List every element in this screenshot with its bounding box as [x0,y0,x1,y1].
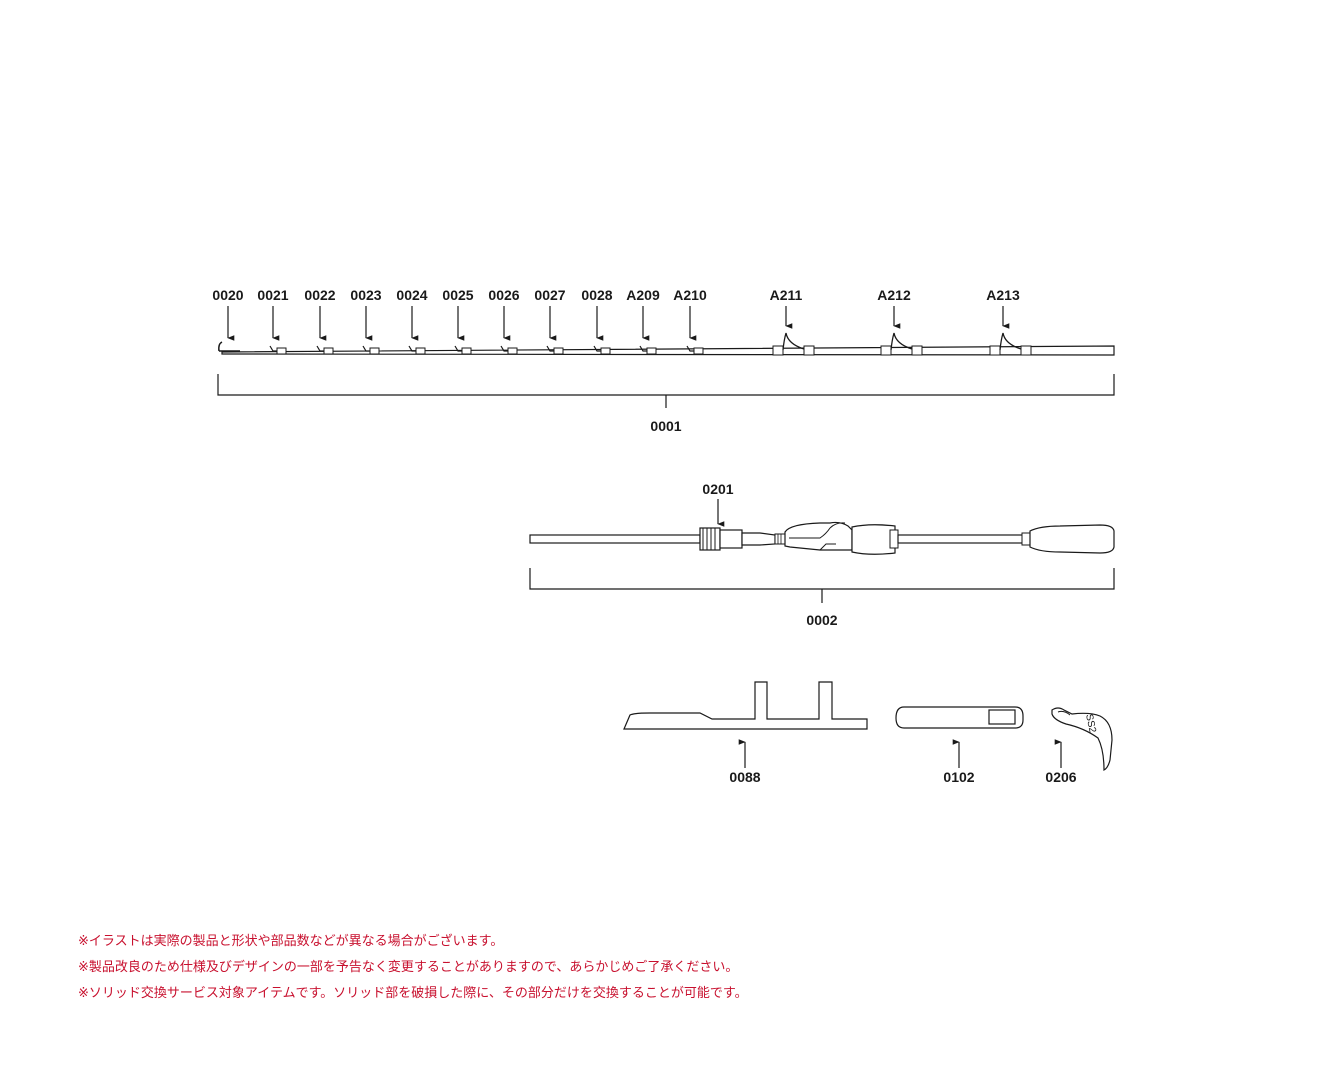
label-a213: A213 [986,287,1020,303]
large-guide [880,332,923,356]
rod-stand-part: 0088 [623,681,868,785]
label-a210: A210 [673,287,707,303]
butt-blank [529,534,701,544]
small-guide [269,345,287,355]
small-guide [639,345,657,355]
label-0026: 0026 [488,287,519,303]
label-0020: 0020 [212,287,243,303]
label-0023: 0023 [350,287,381,303]
label-0025: 0025 [442,287,473,303]
disclaimer-notes: ※イラストは実際の製品と形状や部品数などが異なる場合がございます。 ※製品改良の… [78,929,748,1007]
small-guide [316,345,334,355]
label-0027: 0027 [534,287,565,303]
note-illustration: ※イラストは実際の製品と形状や部品数などが異なる場合がございます。 [78,934,504,949]
large-guides [772,332,1032,356]
hook-keeper-part: SS2 0206 [1045,707,1113,785]
label-0088: 0088 [729,769,760,785]
label-a212: A212 [877,287,911,303]
tip-section: 0020 0021 0022 0023 0024 0025 0026 0027 … [212,287,1115,434]
tip-top-guide [218,341,240,352]
rod-cap-part: 0102 [895,706,1024,785]
small-guide [686,345,704,355]
label-0024: 0024 [396,287,427,303]
note-solid-exchange: ※ソリッド交換サービス対象アイテムです。ソリッド部を破損した際に、その部分だけを… [78,986,748,1001]
reel-seat [741,521,853,551]
small-guide [454,345,472,355]
reel-seat-nut [699,527,743,551]
bracket-0001 [217,374,1115,408]
small-guide [500,345,518,355]
label-0021: 0021 [257,287,288,303]
small-guide [593,345,611,355]
tip-blank [221,345,1115,356]
rear-blank [897,534,1024,544]
label-a211: A211 [770,287,803,303]
label-0201: 0201 [702,481,733,497]
hook-keeper-text: SS2 [1083,713,1098,734]
rear-ring [1021,532,1031,546]
butt-section: 0201 0002 [529,481,1115,628]
note-specification: ※製品改良のため仕様及びデザインの一部を予告なく変更することがありますので、あら… [78,960,739,975]
label-0028: 0028 [581,287,612,303]
grip-ring [889,529,899,549]
label-0102: 0102 [943,769,974,785]
label-0001: 0001 [650,418,681,434]
label-0206: 0206 [1045,769,1076,785]
small-guide [362,345,380,355]
label-0002: 0002 [806,612,837,628]
small-guide [546,345,564,355]
fore-grip [851,524,896,555]
large-guide [772,332,815,356]
bracket-0002 [529,568,1115,603]
large-guide [989,332,1032,356]
small-guide [408,345,426,355]
small-guides [269,345,704,355]
tip-label-arrows [227,306,1010,341]
rear-grip [1029,524,1115,554]
label-0022: 0022 [304,287,335,303]
label-a209: A209 [626,287,660,303]
